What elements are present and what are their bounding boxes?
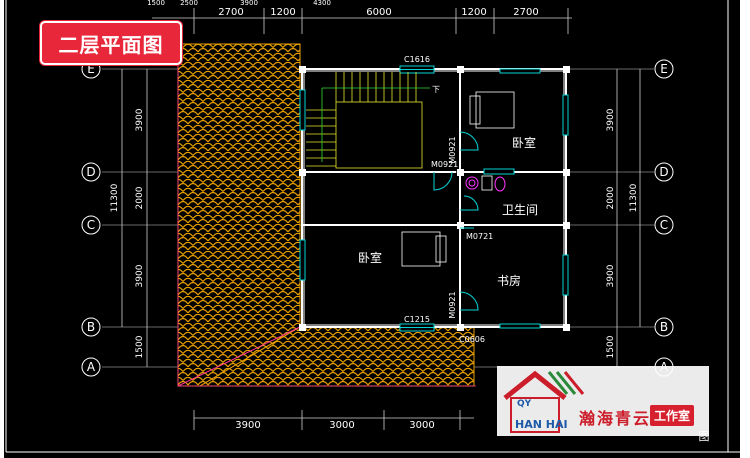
window-c1616: C1616: [404, 55, 430, 64]
door-m0721: M0721: [466, 232, 493, 241]
door-m0921-2: M0921: [448, 136, 457, 163]
dim-right-4: 1500: [606, 335, 616, 358]
staircase: [306, 72, 423, 169]
columns: [299, 66, 570, 331]
window-c0606: C0606: [459, 335, 485, 344]
left-dimensions: [121, 69, 148, 367]
axis-label-right-c: C: [660, 218, 668, 232]
doors: [433, 131, 479, 311]
windows: [299, 65, 569, 332]
dim-top-partial-3: 3900: [240, 0, 258, 7]
dim-top-3: 6000: [366, 7, 391, 18]
right-dimensions: [616, 69, 641, 367]
axis-label-left-c: C: [87, 218, 95, 232]
door-m0921-1: M0921: [431, 160, 458, 169]
dim-top-partial-2: 2500: [180, 0, 198, 7]
axis-label-right-d: D: [659, 165, 668, 179]
dim-top-partial-4: 4300: [313, 0, 331, 7]
dim-right-3: 3900: [606, 264, 616, 287]
axis-label-left-d: D: [86, 165, 95, 179]
dim-right-total: 11300: [629, 183, 639, 212]
room-study: 书房: [497, 273, 521, 288]
dim-right-1: 3900: [606, 108, 616, 131]
dim-right-2: 2000: [606, 186, 616, 209]
dim-top-1: 2700: [218, 7, 243, 18]
dim-bottom-3: 3000: [409, 420, 434, 431]
axis-label-right-e: E: [660, 62, 668, 76]
dim-left-3: 3900: [135, 264, 145, 287]
dim-bottom-1: 3900: [235, 420, 260, 431]
stripes-icon: [547, 371, 577, 395]
stair-direction: 下: [432, 85, 440, 94]
axis-label-left-a: A: [87, 360, 96, 374]
axis-label-right-b: B: [660, 320, 668, 334]
logo-letters: HAN HAI: [515, 418, 568, 431]
bathroom-fixtures: [465, 176, 506, 192]
logo-studio-badge: 工作室: [650, 405, 695, 426]
room-bedroom-main: 卧室: [358, 250, 382, 265]
bottom-dimensions: [193, 410, 474, 430]
house-roof-icon: [503, 370, 567, 400]
axis-label-left-b: B: [87, 320, 95, 334]
axis-label-left-e: E: [87, 62, 95, 76]
dim-left-4: 1500: [135, 335, 145, 358]
floor-plan-drawing: 2700 1200 6000 1200 2700 1500 2500 3900 …: [4, 0, 740, 458]
room-bedroom-upper: 卧室: [512, 135, 536, 150]
dim-top-partial-1: 1500: [147, 0, 165, 7]
dim-top-5: 2700: [513, 7, 538, 18]
window-c1215: C1215: [404, 315, 430, 324]
top-dimensions: [152, 8, 572, 34]
logo-letters-top: QY: [517, 399, 532, 409]
logo-name: 瀚海青云: [579, 409, 652, 428]
dim-left-total: 11300: [110, 183, 120, 212]
dim-top-4: 1200: [461, 7, 486, 18]
door-m0921-4: M0921: [448, 291, 457, 318]
plan-title: 二层平面图: [40, 21, 182, 65]
dim-left-1: 3900: [135, 108, 145, 131]
furniture: [401, 91, 515, 267]
dim-left-2: 2000: [135, 186, 145, 209]
dim-bottom-2: 3000: [329, 420, 354, 431]
roof-tiles-left: [177, 43, 301, 387]
dim-top-2: 1200: [270, 7, 295, 18]
room-bathroom: 卫生间: [502, 203, 538, 217]
sheet-caption: 图: [699, 430, 710, 443]
